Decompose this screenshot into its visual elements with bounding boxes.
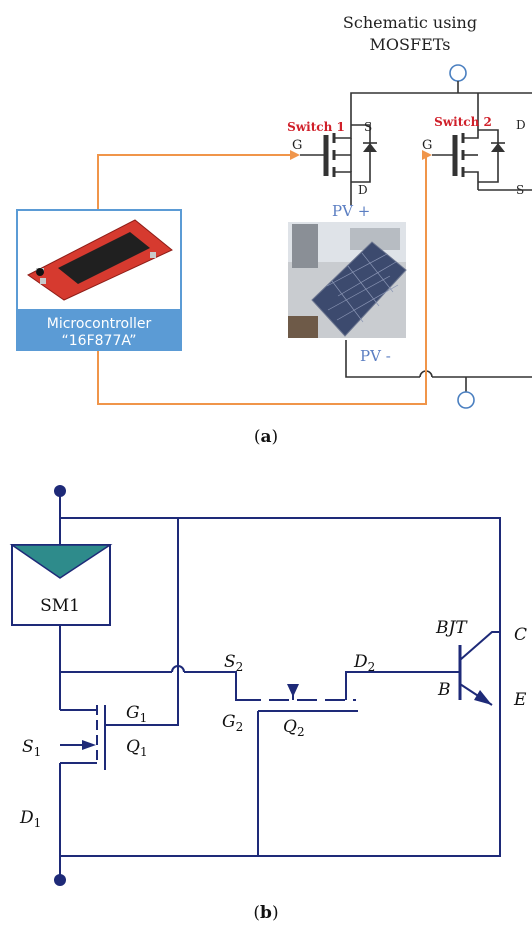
bottom-node xyxy=(54,874,66,886)
switch1-source-label: S xyxy=(364,120,372,134)
switch2-mosfet xyxy=(432,120,505,190)
s1-label: S1 xyxy=(22,737,41,759)
switch1-mosfet xyxy=(300,118,377,190)
g2-label: G2 xyxy=(222,712,243,734)
switch2-gate-label: G xyxy=(422,138,432,153)
bjt-transistor xyxy=(436,631,500,706)
panel-a-title-line2: MOSFETs xyxy=(370,35,451,54)
bjt-e-label: E xyxy=(513,690,527,710)
g1-wire xyxy=(133,518,179,726)
bottom-terminal xyxy=(457,391,475,409)
gate1-control-wire xyxy=(97,154,292,210)
q2-label: Q2 xyxy=(283,717,305,739)
sm1-label: SM1 xyxy=(40,596,80,616)
gate1-arrow xyxy=(290,150,300,160)
s2-label: S2 xyxy=(224,652,243,674)
pv-plus-label: PV + xyxy=(332,202,370,220)
solar-panel-photo xyxy=(288,222,407,338)
bjt-label: BJT xyxy=(435,618,468,638)
bjt-c-label: C xyxy=(514,625,527,645)
panel-b-labels: BJT C B E S2 D2 G2 Q2 S1 G1 Q1 D1 xyxy=(19,618,527,830)
q1-label: Q1 xyxy=(126,737,148,759)
panel-a-title-line1: Schematic using xyxy=(343,13,477,32)
pv-minus-label: PV - xyxy=(360,347,391,365)
switch1-gate-label: G xyxy=(292,138,302,153)
microcontroller-box: Microcontroller “16F877A” xyxy=(16,209,182,351)
caption-a: (a) xyxy=(254,427,278,447)
switch1-drain-label: D xyxy=(358,183,368,197)
mcu-label-line2: “16F877A” xyxy=(62,333,137,349)
panel-b: SM1 xyxy=(9,485,501,886)
mcu-label-line1: Microcontroller xyxy=(47,316,152,332)
g1-label: G1 xyxy=(126,703,147,725)
d1-label: D1 xyxy=(19,808,41,830)
switch2-label: Switch 2 xyxy=(434,115,492,129)
d2-label: D2 xyxy=(353,652,375,674)
q2-mosfet xyxy=(241,684,358,856)
pv-minus-wire xyxy=(345,340,420,378)
caption-a-letter: a xyxy=(260,427,271,447)
d2-wire xyxy=(345,671,436,700)
q1-mosfet xyxy=(59,672,133,880)
top-rail xyxy=(350,92,532,118)
bjt-b-label: B xyxy=(437,680,451,700)
gate2-arrow xyxy=(422,150,432,160)
top-terminal xyxy=(449,64,467,82)
caption-b: (b) xyxy=(253,903,278,923)
panel-a: Schematic using MOSFETs Switch 1 G S D xyxy=(16,13,532,447)
switch2-drain-label: D xyxy=(516,118,526,132)
outer-loop-wire xyxy=(59,491,501,857)
caption-b-letter: b xyxy=(260,903,272,923)
switch1-label: Switch 1 xyxy=(287,120,345,134)
s2-wire-right xyxy=(184,671,241,701)
